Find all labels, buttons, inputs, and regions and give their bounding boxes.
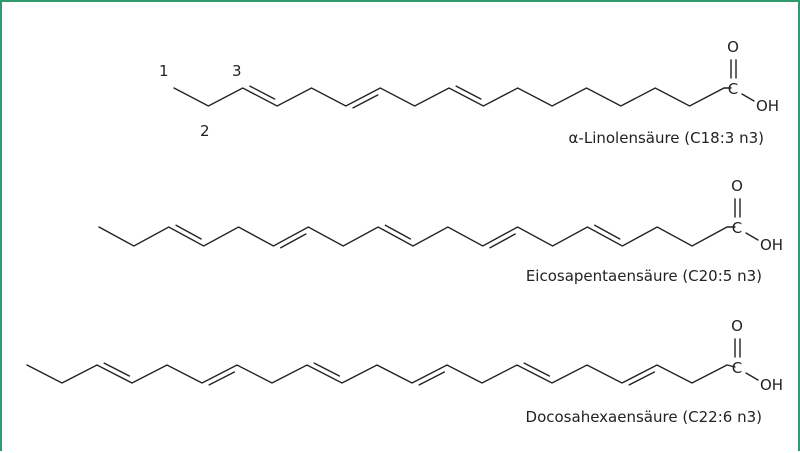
hydroxyl: OH (760, 376, 783, 394)
carbon-chain (26, 364, 736, 384)
double-bond (103, 362, 131, 377)
molecule-epa: O C OH Eicosapentaensäure (C20:5 n3) (98, 177, 783, 285)
carboxyl-group: O C OH (731, 177, 783, 254)
double-bond (280, 233, 307, 249)
double-bond (523, 362, 551, 377)
carboxyl-carbon: C (728, 80, 738, 98)
carboxyl-carbon: C (732, 359, 742, 377)
double-bonds (103, 362, 656, 386)
hydroxyl: OH (756, 97, 779, 115)
double-bond (455, 85, 482, 100)
double-bond (418, 371, 446, 386)
carbon-label-3: 3 (232, 62, 242, 80)
molecule-name: Docosahexaensäure (C22:6 n3) (526, 408, 762, 426)
double-bond (628, 371, 656, 386)
molecule-ala: O C OH 1 2 3 α-Linolensäure (C18:3 n3) (159, 38, 779, 147)
double-bond (384, 224, 412, 240)
carboxyl-group: O C OH (727, 38, 779, 115)
double-bond (352, 94, 379, 109)
carbonyl-oxygen: O (731, 317, 743, 335)
molecule-name: α-Linolensäure (C18:3 n3) (569, 129, 764, 147)
carbon-chain (173, 87, 732, 107)
double-bond (249, 85, 276, 100)
double-bond (489, 233, 516, 249)
double-bond (594, 224, 621, 240)
molecule-dha: O C OH Docosahexaensäure (C22:6 n3) (26, 317, 783, 426)
double-bonds (175, 224, 621, 249)
hydroxyl: OH (760, 236, 783, 254)
carbonyl-oxygen: O (727, 38, 739, 56)
molecule-name: Eicosapentaensäure (C20:5 n3) (526, 267, 762, 285)
double-bond (313, 362, 341, 377)
carbon-label-1: 1 (159, 62, 169, 80)
carbon-chain (98, 226, 736, 247)
carboxyl-carbon: C (732, 219, 742, 237)
double-bond (175, 224, 202, 240)
carbon-label-2: 2 (200, 122, 210, 140)
double-bonds (249, 85, 482, 109)
double-bond (208, 371, 236, 386)
carboxyl-group: O C OH (731, 317, 783, 394)
carbonyl-oxygen: O (731, 177, 743, 195)
